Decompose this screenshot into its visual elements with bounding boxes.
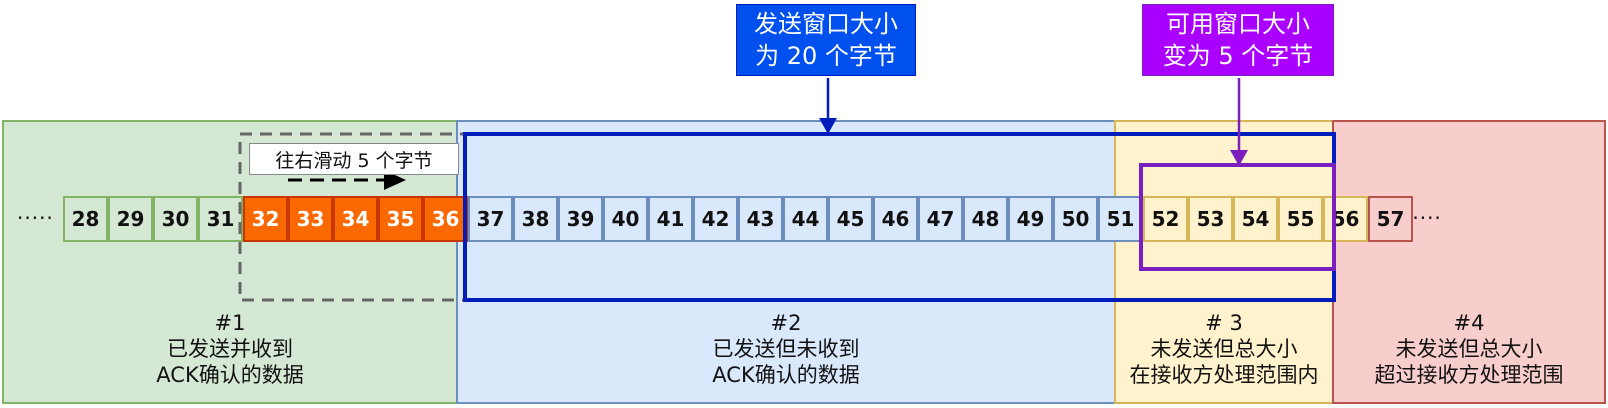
byte-cell: 56 bbox=[1323, 196, 1368, 242]
byte-cell: 37 bbox=[468, 196, 513, 242]
region-unsent-beyond-window-label: #4 未发送但总大小 超过接收方处理范围 bbox=[1374, 311, 1564, 387]
byte-cell: 51 bbox=[1098, 196, 1143, 242]
usable-window-callout: 可用窗口大小 变为 5 个字节 bbox=[1142, 4, 1334, 76]
send-window-box bbox=[463, 132, 1336, 302]
byte-cell: 53 bbox=[1188, 196, 1233, 242]
byte-cell: 46 bbox=[873, 196, 918, 242]
region-unsent-within-window: # 3 未发送但总大小 在接收方处理范围内 bbox=[1114, 120, 1334, 404]
byte-cell: 43 bbox=[738, 196, 783, 242]
slide-right-label: 往右滑动 5 个字节 bbox=[249, 143, 459, 175]
byte-cell: 36 bbox=[423, 196, 468, 242]
byte-cell: 55 bbox=[1278, 196, 1323, 242]
region-sent-acked-label: #1 已发送并收到 ACK确认的数据 bbox=[156, 311, 304, 387]
byte-cell: 29 bbox=[108, 196, 153, 242]
byte-cell: 28 bbox=[63, 196, 108, 242]
slide-arrow-head bbox=[384, 170, 406, 190]
byte-cell: 33 bbox=[288, 196, 333, 242]
byte-cell: 38 bbox=[513, 196, 558, 242]
byte-cell: 44 bbox=[783, 196, 828, 242]
byte-cell: 42 bbox=[693, 196, 738, 242]
region-unsent-within-window-label: # 3 未发送但总大小 在接收方处理范围内 bbox=[1129, 311, 1319, 387]
send-window-callout: 发送窗口大小 为 20 个字节 bbox=[736, 4, 916, 76]
byte-cell: 57 bbox=[1368, 196, 1413, 242]
byte-cell: 32 bbox=[243, 196, 288, 242]
byte-cell: 31 bbox=[198, 196, 243, 242]
byte-cell: 52 bbox=[1143, 196, 1188, 242]
byte-cell: 35 bbox=[378, 196, 423, 242]
byte-cell: 50 bbox=[1053, 196, 1098, 242]
byte-cell: 39 bbox=[558, 196, 603, 242]
byte-cell: 54 bbox=[1233, 196, 1278, 242]
send-window-pointer-head bbox=[819, 118, 837, 134]
region-unsent-beyond-window: #4 未发送但总大小 超过接收方处理范围 bbox=[1332, 120, 1606, 404]
byte-cell: 34 bbox=[333, 196, 378, 242]
usable-window-box bbox=[1139, 163, 1336, 271]
region-sent-unacked: #2 已发送但未收到 ACK确认的数据 bbox=[456, 120, 1116, 404]
byte-cell: 45 bbox=[828, 196, 873, 242]
byte-cell: 40 bbox=[603, 196, 648, 242]
ellipsis-left: ····· bbox=[17, 206, 54, 230]
byte-cell: 48 bbox=[963, 196, 1008, 242]
byte-cell: 41 bbox=[648, 196, 693, 242]
region-sent-unacked-label: #2 已发送但未收到 ACK确认的数据 bbox=[712, 311, 860, 387]
byte-cell: 47 bbox=[918, 196, 963, 242]
byte-cell: 49 bbox=[1008, 196, 1053, 242]
byte-cell: 30 bbox=[153, 196, 198, 242]
usable-window-pointer-head bbox=[1230, 150, 1248, 166]
